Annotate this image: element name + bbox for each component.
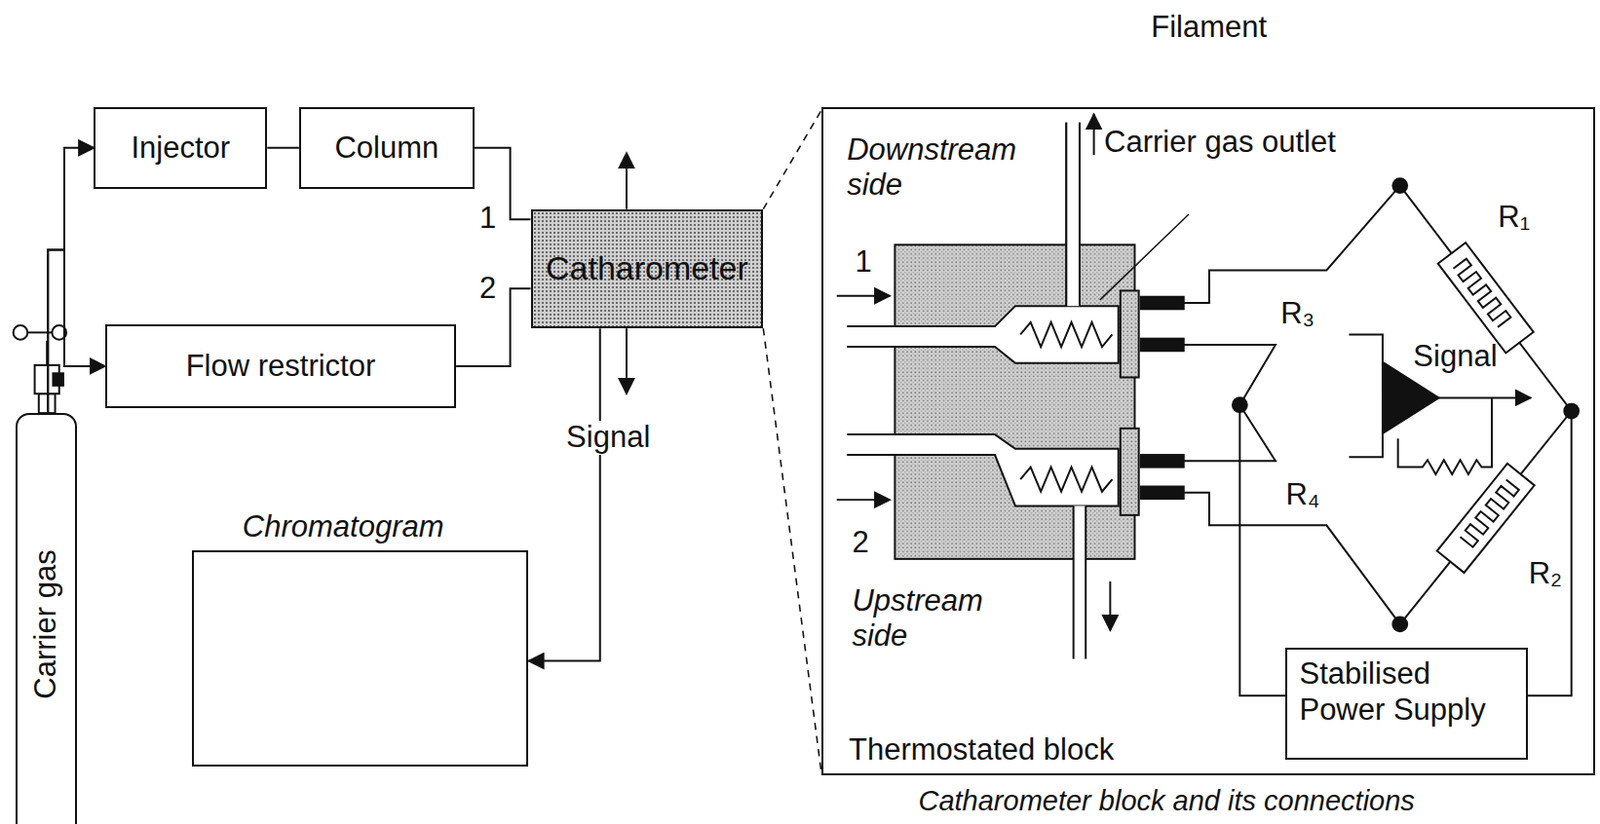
drawing-stroke: [1183, 405, 1276, 462]
gas-cylinder: Carrier gas: [15, 413, 77, 824]
connector: [528, 328, 600, 661]
part-label: R₂: [1528, 556, 1562, 592]
part-label: R₄: [1285, 477, 1320, 513]
heat-arrows: [625, 152, 628, 394]
drawing-stroke: [1120, 290, 1140, 378]
drawing-stroke: [1452, 259, 1511, 328]
drawing-stroke: [1183, 493, 1401, 625]
junction-dot: [1231, 177, 1580, 633]
part-label: 2: [851, 525, 869, 561]
drawing-stroke: [1066, 122, 1080, 306]
drawing-stroke: [1066, 122, 1080, 306]
drawing-stroke: [1066, 122, 1080, 306]
drawing-stroke: [762, 328, 822, 774]
part-label: R₃: [1280, 296, 1315, 332]
drawing-stroke: [1398, 397, 1492, 475]
part-label: R₁: [1497, 199, 1530, 235]
node-text: Carrier gas: [28, 550, 64, 700]
drawing-stroke: [1527, 411, 1572, 696]
connector: [47, 250, 106, 415]
drawing-stroke: [38, 393, 56, 414]
detector-box: Catharometer: [531, 209, 764, 330]
amplifier-symbol: [1382, 362, 1440, 434]
connector: [266, 147, 299, 150]
drawing-stroke: [1073, 505, 1087, 659]
catharometer-block: [837, 114, 1189, 659]
connector: [47, 148, 94, 414]
drawing-stroke: [1348, 334, 1383, 458]
drawing-stroke: [846, 305, 1119, 364]
chromatogram-box: Chromatogram: [191, 550, 530, 767]
drawing-stroke: [1438, 242, 1534, 353]
drawing-stroke: [1437, 463, 1535, 573]
drawing-stroke: [1073, 505, 1087, 659]
filament-coil: [1020, 467, 1112, 493]
edge-label: Signal: [564, 420, 652, 455]
node-text: Chromatogram: [242, 509, 445, 545]
node-text: Column: [334, 130, 439, 166]
process-box: Flow restrictor: [105, 324, 457, 409]
chromatogram-trace: [216, 586, 500, 737]
node-text: Injector: [131, 130, 231, 166]
cylinder-valve: [13, 325, 67, 414]
filament-coil: [1020, 322, 1112, 347]
drawing-stroke: [846, 434, 1119, 506]
node-text: Thermostated block: [848, 732, 1114, 768]
drawing-stroke: [894, 244, 1135, 560]
drawing-stroke: [1141, 297, 1184, 310]
drawing-stroke: [13, 325, 29, 341]
drawing-stroke: [1183, 186, 1401, 304]
drawing-stroke: [1391, 616, 1409, 634]
part-label: Signal: [1412, 339, 1497, 375]
zoom-lines: [762, 110, 822, 774]
thermostated-panel: Thermostated block Stabilised Power Suppl…: [821, 107, 1596, 776]
drawing-stroke: [1391, 177, 1409, 194]
drawing-stroke: [837, 498, 890, 501]
node-text: Stabilised Power Supply: [1287, 649, 1525, 734]
connector: [456, 288, 531, 367]
drawing-stroke: [1141, 455, 1184, 468]
drawing-stroke: [625, 328, 628, 394]
drawing-stroke: [1183, 344, 1276, 406]
drawing-stroke: [1120, 428, 1140, 516]
drawing: [13, 110, 1580, 774]
node-text: Flow restrictor: [186, 348, 377, 384]
caption: Catharometer block and its connections: [917, 785, 1414, 818]
part-label: Carrier gas outlet: [1104, 124, 1336, 160]
drawing-stroke: [1562, 403, 1580, 420]
drawing-stroke: [1239, 405, 1286, 696]
resistor-symbol: [1438, 242, 1534, 353]
drawing-stroke: [1439, 396, 1531, 399]
power-supply-box: Stabilised Power Supply: [1285, 647, 1527, 761]
drawing-stroke: [625, 152, 628, 210]
drawing-stroke: [1231, 396, 1249, 414]
connector: [474, 148, 532, 220]
drawing-stroke: [1141, 487, 1184, 500]
drawing-stroke: [1460, 479, 1520, 547]
node-text: Catharometer: [545, 249, 749, 288]
resistor-symbol: [1437, 463, 1535, 573]
leader-line: [1100, 214, 1189, 301]
drawing-stroke: [1141, 339, 1184, 352]
drawing-stroke: [837, 295, 890, 298]
drawing-stroke: [762, 110, 822, 210]
part-label: Filament: [1150, 9, 1267, 45]
process-box: Column: [299, 107, 475, 190]
part-label: Downstream side: [846, 132, 1041, 202]
bridge-circuit: [1183, 177, 1580, 696]
drawing-stroke: [1108, 581, 1111, 631]
part-label: 1: [855, 244, 873, 280]
drawing-stroke: [52, 373, 63, 386]
process-box: Injector: [93, 107, 267, 190]
part-label: Upstream side: [851, 583, 1046, 653]
drawing-stroke: [1093, 114, 1096, 155]
edge-label: 1: [477, 201, 498, 235]
edge-label: 2: [477, 271, 498, 305]
